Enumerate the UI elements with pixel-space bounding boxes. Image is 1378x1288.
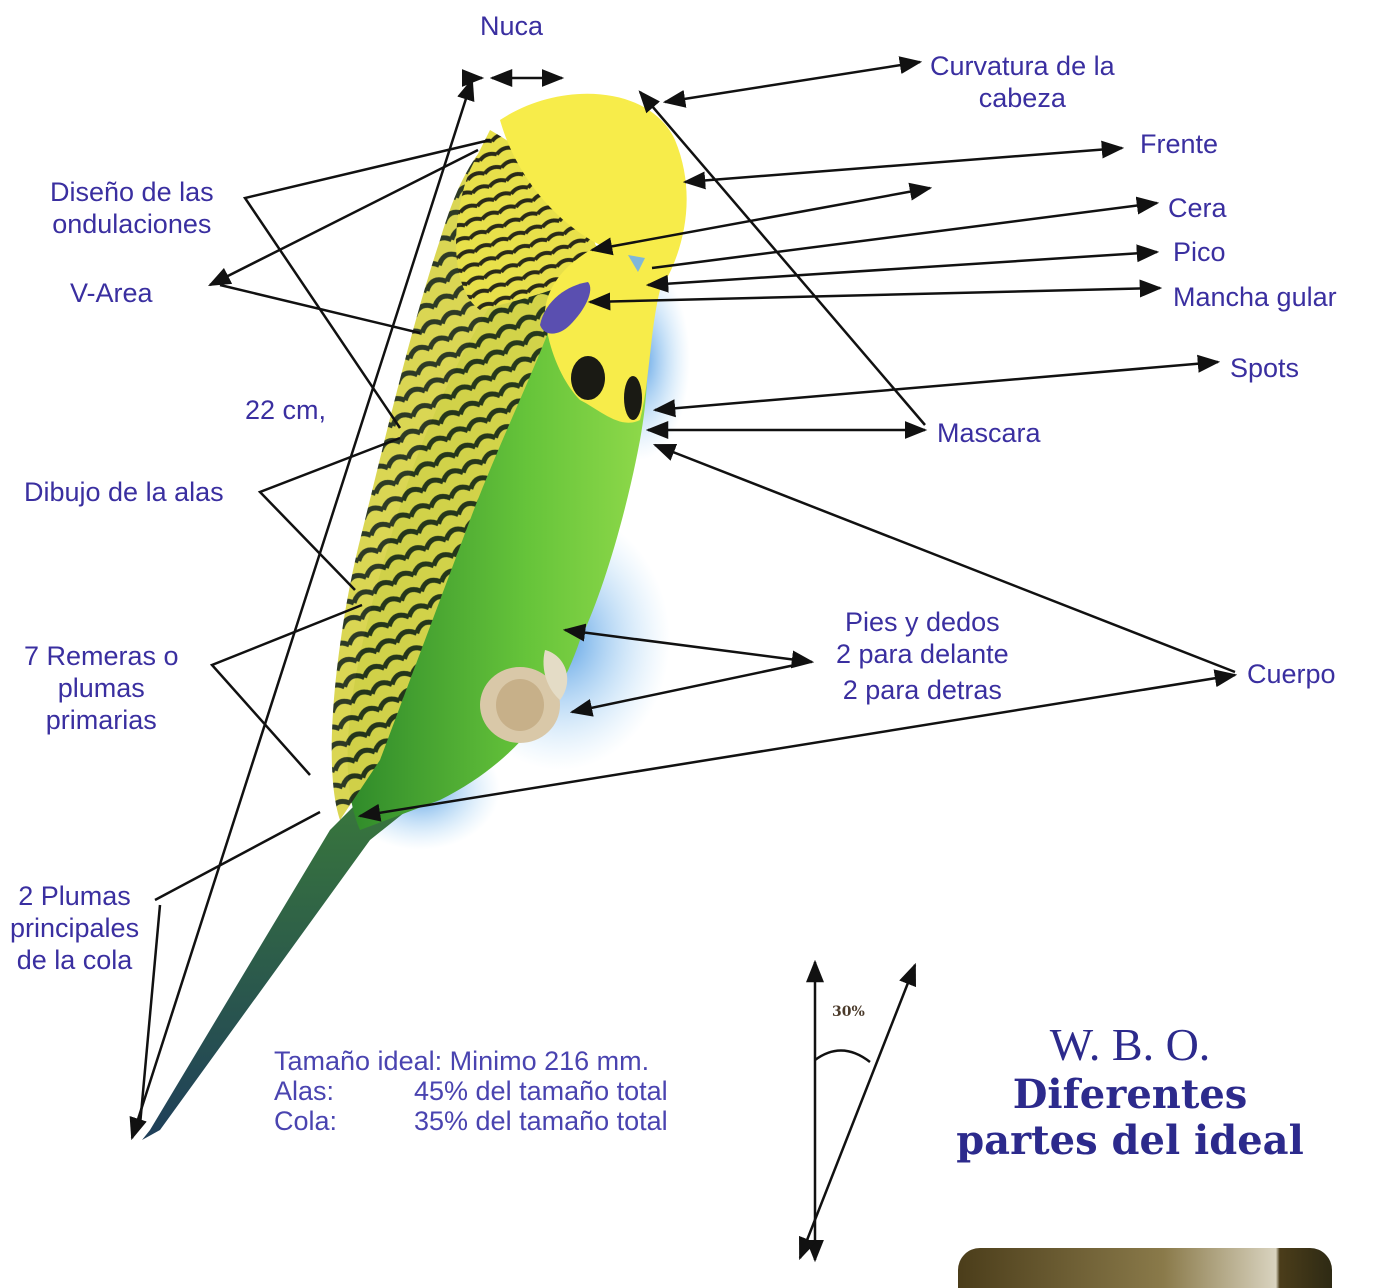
label-frente: Frente: [1140, 128, 1218, 160]
label-dibujo-alas: Dibujo de la alas: [24, 476, 224, 508]
spec-tamano: Tamaño ideal: Minimo 216 mm.: [274, 1046, 668, 1076]
org-name: W. B. O.: [935, 1018, 1325, 1072]
throat-spot: [571, 356, 605, 400]
title-line-1: Diferentes: [935, 1072, 1325, 1118]
wbo-title-block: W. B. O. Diferentes partes del ideal: [935, 1018, 1325, 1164]
label-plumas-cola: 2 Plumasprincipalesde la cola: [10, 880, 139, 976]
label-longitud: 22 cm,: [245, 394, 326, 426]
ideal-size-specs: Tamaño ideal: Minimo 216 mm. Alas: 45% d…: [274, 1046, 668, 1136]
title-line-2: partes del ideal: [935, 1118, 1325, 1164]
label-spots: Spots: [1230, 352, 1299, 384]
label-cuerpo: Cuerpo: [1247, 658, 1336, 690]
footer-navigation-bar[interactable]: [958, 1248, 1332, 1288]
label-mascara: Mascara: [937, 417, 1041, 449]
label-diseno-ondulaciones: Diseño de lasondulaciones: [50, 176, 214, 240]
label-nuca: Nuca: [480, 10, 543, 42]
label-pies-dedos: Pies y dedos2 para delante2 para detras: [836, 606, 1009, 706]
spec-cola: Cola: 35% del tamaño total: [274, 1106, 668, 1136]
spec-alas: Alas: 45% del tamaño total: [274, 1076, 668, 1106]
label-cera: Cera: [1168, 192, 1227, 224]
label-v-area: V-Area: [70, 277, 153, 309]
label-pico: Pico: [1173, 236, 1226, 268]
label-mancha-gular: Mancha gular: [1173, 281, 1337, 313]
perch-inner: [496, 679, 544, 731]
angle-label: 30%: [832, 1004, 865, 1020]
label-remeras: 7 Remeras oplumasprimarias: [24, 640, 179, 736]
label-curvatura: Curvatura de lacabeza: [930, 50, 1115, 114]
throat-spot: [624, 376, 642, 420]
